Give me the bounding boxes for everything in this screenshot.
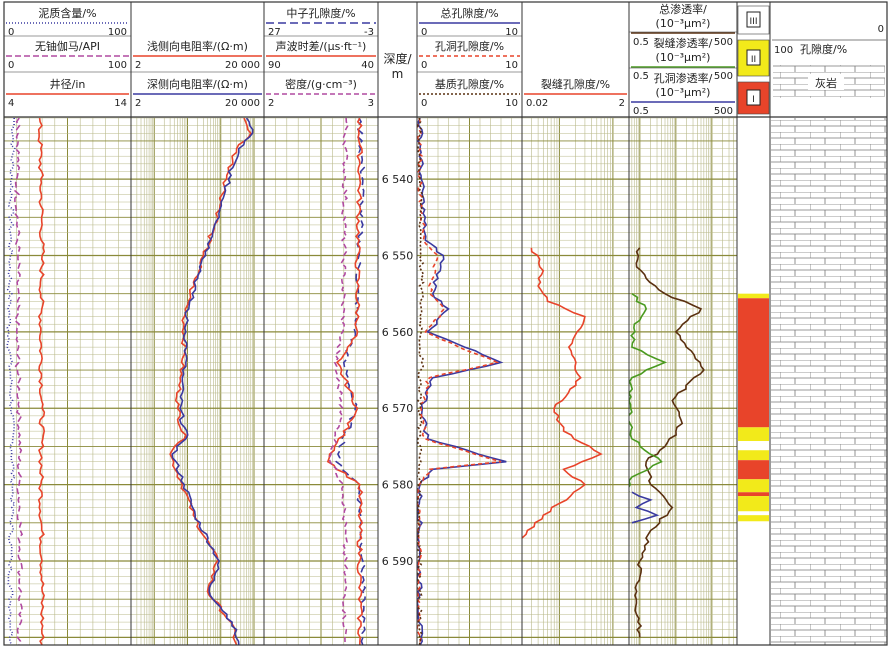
curve-title: (10⁻³μm²) (656, 86, 711, 99)
class-interval (738, 293, 769, 299)
curve-title: 密度/(g·cm⁻³) (285, 77, 357, 91)
curve-title: 孔洞渗透率/ (654, 71, 713, 85)
lithology-porosity-label: 孔隙度/% (800, 42, 847, 56)
curve-t5-1 (417, 118, 502, 645)
depth-tick-label: 6 570 (382, 402, 414, 415)
scale-max-label: 100 (108, 60, 127, 71)
scale-max-label: 500 (714, 71, 733, 82)
lithology-label-bg (808, 74, 844, 90)
scale-min-label: 0.5 (633, 71, 649, 82)
class-interval (738, 427, 769, 442)
curve-t3-1 (326, 118, 364, 645)
curve-t1-2 (37, 118, 46, 645)
scale-min-label: 2 (268, 98, 274, 109)
curve-title: 泥质含量/% (38, 6, 96, 20)
class-interval (738, 298, 769, 428)
scale-max-label: 14 (114, 98, 127, 109)
curve-t2-1 (171, 118, 254, 645)
scale-min-label: 27 (268, 27, 281, 38)
scale-min-label: 0.02 (526, 98, 548, 109)
scale-max-label: 10 (505, 60, 518, 71)
scale-max-label: 20 000 (225, 98, 260, 109)
class-legend-box (746, 89, 761, 106)
curve-t7-2 (631, 491, 660, 524)
curve-title: 中子孔隙度/% (286, 6, 355, 20)
curve-t3-2 (328, 118, 349, 645)
scale-min-label: 0 (421, 27, 427, 38)
scale-min-label: 90 (268, 60, 281, 71)
curve-title: (10⁻³μm²) (656, 17, 711, 30)
class-interval (738, 479, 769, 493)
lithology-porosity-max: 0 (878, 24, 884, 35)
class-legend-label: II (751, 55, 756, 65)
curve-title: 浅侧向电阻率/(Ω·m) (147, 39, 248, 53)
scale-min-label: 0.5 (633, 106, 649, 117)
depth-tick-label: 6 540 (382, 173, 414, 186)
scale-max-label: 500 (714, 37, 733, 48)
curve-t7-1 (629, 293, 668, 493)
class-legend-box (746, 11, 761, 28)
depth-axis-unit: m (392, 67, 404, 81)
curve-t1-1 (13, 118, 24, 645)
depth-axis-label: 深度/ (383, 51, 412, 66)
class-legend-box (746, 49, 761, 66)
depth-tick-label: 6 550 (382, 249, 414, 262)
scale-max-label: 100 (108, 27, 127, 38)
scale-min-label: 0 (421, 60, 427, 71)
lithology-rock-label: 灰岩 (815, 76, 837, 90)
class-legend-label: III (750, 17, 758, 27)
scale-max-label: 40 (361, 60, 374, 71)
scale-max-label: -3 (364, 27, 374, 38)
curve-t7-0 (634, 247, 705, 638)
curve-title: 井径/in (50, 77, 86, 91)
curve-title: 总孔隙度/% (440, 6, 498, 20)
curve-title: 裂缝孔隙度/% (541, 77, 610, 91)
curve-t5-2 (417, 118, 425, 645)
lithology-porosity-min: 100 (774, 45, 793, 56)
class-interval (738, 460, 769, 480)
scale-min-label: 0 (8, 27, 14, 38)
class-interval (738, 441, 769, 451)
lithology-column (771, 118, 887, 645)
class-interval (738, 450, 769, 461)
scale-min-label: 0.5 (633, 37, 649, 48)
scale-min-label: 0 (421, 98, 427, 109)
scale-min-label: 2 (135, 60, 141, 71)
class-interval (738, 515, 769, 522)
scale-max-label: 500 (714, 106, 733, 117)
scale-max-label: 20 000 (225, 60, 260, 71)
scale-max-label: 3 (368, 98, 374, 109)
curve-title: 无铀伽马/API (35, 39, 100, 53)
depth-tick-label: 6 560 (382, 326, 414, 339)
scale-min-label: 2 (135, 98, 141, 109)
curve-title: 基质孔隙度/% (435, 77, 504, 91)
curve-t6-0 (522, 247, 603, 539)
curve-title: 深侧向电阻率/(Ω·m) (147, 77, 248, 91)
depth-tick-label: 6 580 (382, 479, 414, 492)
scale-max-label: 2 (619, 98, 625, 109)
curve-title: 声波时差/(μs·ft⁻¹) (276, 39, 367, 53)
curve-t1-0 (6, 118, 17, 645)
class-interval (738, 492, 769, 497)
scale-max-label: 10 (505, 27, 518, 38)
curve-title: 总渗透率/ (659, 2, 707, 16)
curve-t2-0 (169, 118, 252, 645)
curve-title: 孔洞孔隙度/% (435, 39, 504, 53)
curve-title: 裂缝渗透率/ (654, 36, 713, 50)
depth-tick-label: 6 590 (382, 555, 414, 568)
class-interval (738, 511, 769, 516)
scale-min-label: 4 (8, 98, 14, 109)
curve-title: (10⁻³μm²) (656, 51, 711, 64)
class-legend-label: I (752, 95, 755, 105)
scale-max-label: 10 (505, 98, 518, 109)
scale-min-label: 0 (8, 60, 14, 71)
class-interval (738, 496, 769, 512)
